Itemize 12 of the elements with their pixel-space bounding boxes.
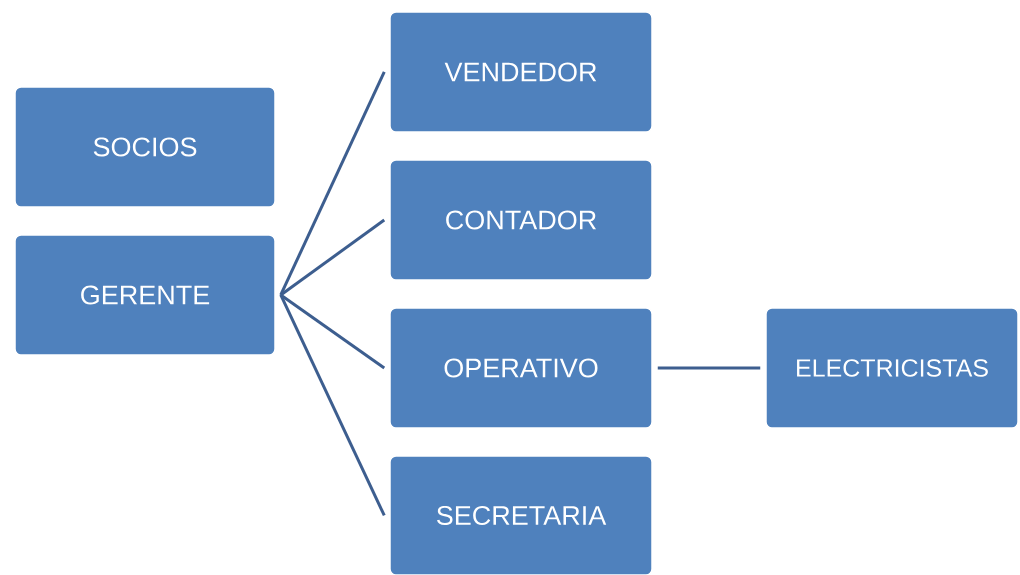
connector-line [279, 218, 386, 297]
org-box: OPERATIVO [389, 307, 653, 429]
connector-line [279, 293, 386, 370]
org-box: ELECTRICISTAS [765, 307, 1019, 429]
org-box: SECRETARIA [389, 455, 653, 575]
connector-line [657, 366, 761, 370]
org-box: GERENTE [14, 234, 276, 356]
connector-line [279, 294, 386, 517]
org-box: CONTADOR [389, 159, 653, 281]
org-box: VENDEDOR [389, 11, 653, 133]
connector-line [279, 71, 386, 296]
org-box: SOCIOS [14, 86, 276, 208]
